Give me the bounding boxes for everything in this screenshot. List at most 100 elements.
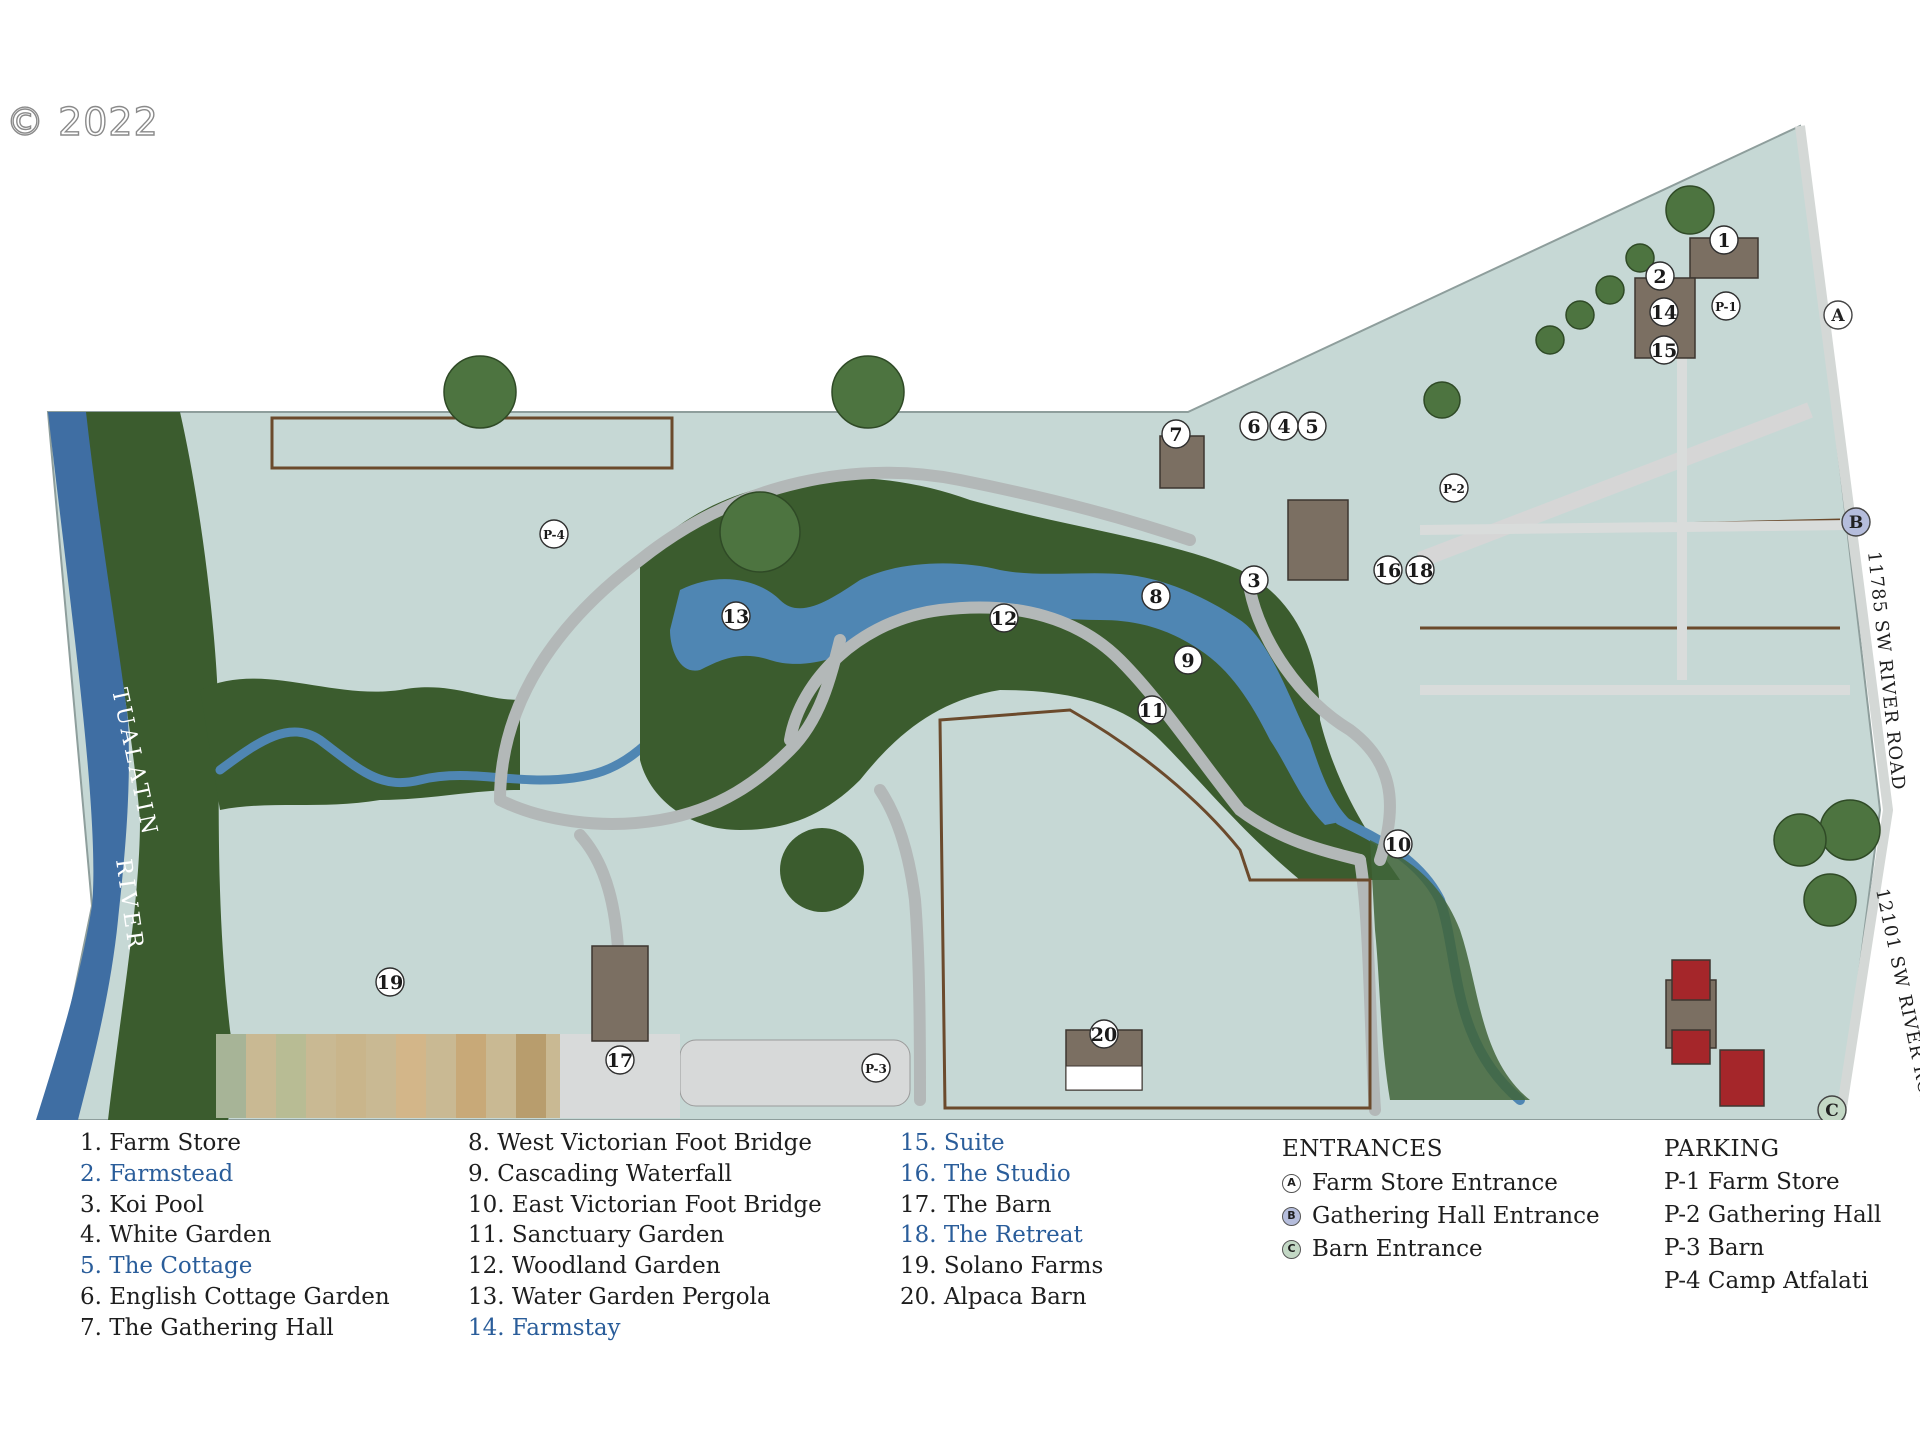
svg-text:18: 18 bbox=[1407, 560, 1433, 582]
svg-text:16: 16 bbox=[1375, 560, 1401, 582]
lane bbox=[1419, 350, 1851, 695]
legend-item: 20. Alpaca Barn bbox=[900, 1283, 1087, 1310]
marker-12[interactable]: 12 bbox=[989, 603, 1019, 633]
parking-marker-p2[interactable]: P-2 bbox=[1439, 473, 1469, 503]
svg-text:P-3: P-3 bbox=[865, 1062, 887, 1076]
legend-item: 16. The Studio bbox=[900, 1160, 1071, 1187]
river-road-edge bbox=[1795, 125, 1894, 1120]
legend-item: 5. The Cottage bbox=[80, 1253, 253, 1280]
parking-marker-p4[interactable]: P-4 bbox=[539, 519, 569, 549]
parking-marker-p1[interactable]: P-1 bbox=[1711, 291, 1741, 321]
svg-text:14: 14 bbox=[1651, 302, 1677, 324]
svg-text:17: 17 bbox=[607, 1050, 633, 1072]
entrance-badge: C bbox=[1282, 1239, 1301, 1259]
parking-legend-item: P-3 Barn bbox=[1664, 1234, 1765, 1261]
svg-text:P-2: P-2 bbox=[1443, 482, 1465, 496]
legend-item: 3. Koi Pool bbox=[80, 1191, 204, 1218]
marker-17[interactable]: 17 bbox=[605, 1045, 635, 1075]
legend-item: 12. Woodland Garden bbox=[468, 1253, 721, 1280]
pond-system bbox=[670, 563, 1350, 825]
hedge-circle bbox=[780, 828, 864, 912]
trees bbox=[443, 185, 1881, 927]
svg-text:P-1: P-1 bbox=[1715, 300, 1737, 314]
parking-marker-p3[interactable]: P-3 bbox=[861, 1053, 891, 1083]
marker-18[interactable]: 18 bbox=[1405, 555, 1435, 585]
svg-text:B: B bbox=[1849, 513, 1863, 533]
entrance-c-marker[interactable]: C bbox=[1817, 1095, 1847, 1120]
parking-legend-item: P-1 Farm Store bbox=[1664, 1168, 1840, 1195]
svg-text:5: 5 bbox=[1305, 416, 1318, 438]
marker-5[interactable]: 5 bbox=[1297, 411, 1327, 441]
svg-text:11: 11 bbox=[1139, 700, 1165, 722]
entrance-legend-item: C Barn Entrance bbox=[1282, 1233, 1600, 1266]
svg-text:A: A bbox=[1830, 306, 1845, 326]
legend-item: 8. West Victorian Foot Bridge bbox=[468, 1130, 812, 1156]
entrance-badge: A bbox=[1282, 1173, 1301, 1193]
legend-item: 17. The Barn bbox=[900, 1191, 1052, 1218]
svg-text:1: 1 bbox=[1717, 230, 1730, 252]
river-forest bbox=[78, 412, 234, 1120]
marker-19[interactable]: 19 bbox=[375, 967, 405, 997]
svg-text:7: 7 bbox=[1169, 424, 1182, 446]
entrance-badge: B bbox=[1282, 1206, 1301, 1226]
legend-item: 11. Sanctuary Garden bbox=[468, 1222, 725, 1249]
marker-16[interactable]: 16 bbox=[1373, 555, 1403, 585]
entrance-a-marker[interactable]: A bbox=[1823, 300, 1853, 330]
entrance-label: Barn Entrance bbox=[1312, 1235, 1483, 1262]
entrance-label: Gathering Hall Entrance bbox=[1312, 1202, 1600, 1229]
marker-10[interactable]: 10 bbox=[1383, 829, 1413, 859]
svg-text:20: 20 bbox=[1091, 1024, 1117, 1046]
svg-text:15: 15 bbox=[1651, 340, 1677, 362]
marker-7[interactable]: 7 bbox=[1161, 419, 1191, 449]
legend-item: 4. White Garden bbox=[80, 1222, 272, 1249]
marker-6[interactable]: 6 bbox=[1239, 411, 1269, 441]
marker-2[interactable]: 2 bbox=[1645, 261, 1675, 291]
estate-map: TUALATIN RIVER bbox=[36, 124, 1920, 1120]
entrance-b-marker[interactable]: B bbox=[1841, 507, 1871, 537]
east-creek-forest bbox=[1370, 840, 1530, 1100]
marker-11[interactable]: 11 bbox=[1137, 695, 1167, 725]
svg-text:9: 9 bbox=[1181, 650, 1194, 672]
copyright-notice: © 2022 bbox=[5, 99, 159, 144]
marker-3[interactable]: 3 bbox=[1239, 565, 1269, 595]
entrance-legend-item: B Gathering Hall Entrance bbox=[1282, 1200, 1600, 1233]
entrances-heading: ENTRANCES bbox=[1282, 1136, 1443, 1162]
marker-1[interactable]: 1 bbox=[1709, 225, 1739, 255]
legend-col3: 15. Suite 16. The Studio 17. The Barn 18. T… bbox=[900, 1128, 1103, 1313]
entrance-label: Farm Store Entrance bbox=[1312, 1169, 1558, 1196]
marker-9[interactable]: 9 bbox=[1173, 645, 1203, 675]
marker-4[interactable]: 4 bbox=[1269, 411, 1299, 441]
svg-text:2: 2 bbox=[1653, 266, 1666, 288]
marker-15[interactable]: 15 bbox=[1649, 335, 1679, 365]
svg-text:4: 4 bbox=[1277, 416, 1290, 438]
parking-legend-item: P-4 Camp Atfalati bbox=[1664, 1267, 1869, 1294]
legend-item: 14. Farmstay bbox=[468, 1314, 621, 1341]
marker-13[interactable]: 13 bbox=[721, 601, 751, 631]
entrance-legend-item: A Farm Store Entrance bbox=[1282, 1167, 1600, 1200]
legend-item: 19. Solano Farms bbox=[900, 1253, 1104, 1280]
svg-text:8: 8 bbox=[1149, 586, 1162, 608]
parking-lot-camp bbox=[480, 500, 530, 630]
svg-text:6: 6 bbox=[1247, 416, 1260, 438]
svg-text:C: C bbox=[1825, 1101, 1839, 1120]
svg-text:10: 10 bbox=[1385, 834, 1411, 856]
marker-8[interactable]: 8 bbox=[1141, 581, 1171, 611]
svg-text:3: 3 bbox=[1247, 570, 1260, 592]
west-creek bbox=[215, 727, 655, 788]
tualatin-river bbox=[36, 412, 129, 1120]
marker-20[interactable]: 20 bbox=[1089, 1019, 1119, 1049]
legend-item: 1. Farm Store bbox=[80, 1130, 241, 1156]
parking-heading: PARKING bbox=[1664, 1136, 1780, 1162]
crop-rows bbox=[216, 1034, 564, 1118]
legend-item: 18. The Retreat bbox=[900, 1222, 1083, 1249]
marker-14[interactable]: 14 bbox=[1649, 297, 1679, 327]
legend-item: 15. Suite bbox=[900, 1130, 1005, 1156]
legend-item: 6. English Cottage Garden bbox=[80, 1283, 390, 1310]
road-label-12101: 12101 SW RIVER ROAD bbox=[1871, 887, 1920, 1120]
svg-text:P-4: P-4 bbox=[543, 528, 565, 542]
forest-corridor bbox=[200, 678, 520, 810]
svg-text:13: 13 bbox=[723, 606, 749, 628]
legend-item: 9. Cascading Waterfall bbox=[468, 1160, 733, 1187]
